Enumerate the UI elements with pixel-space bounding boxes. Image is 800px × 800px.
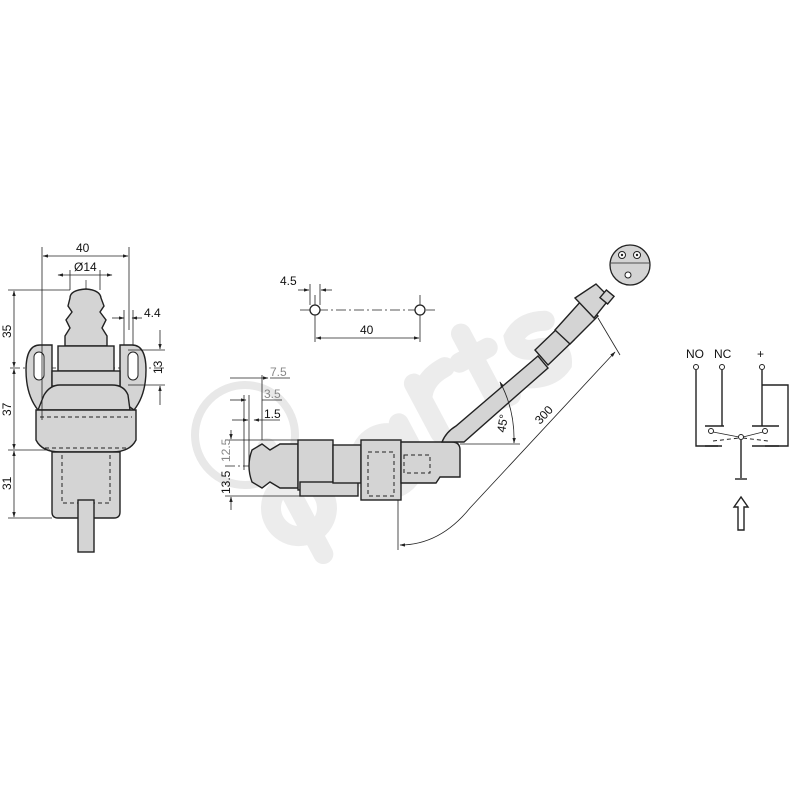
dim-side-13-5: 13.5 [219,470,233,494]
side-view: 7.5 3.5 1.5 12.5 13.5 45° 300 [219,244,651,550]
dim-side-3-5: 3.5 [264,387,281,401]
dim-hole: 4.5 [280,274,297,288]
dim-side-1-5: 1.5 [264,407,281,421]
dim-cable-length: 300 [532,403,556,427]
dim-angle: 45° [494,413,511,433]
dim-height-top: 35 [0,324,14,338]
mounting-hole-pattern: 4.5 40 [280,274,435,342]
dim-ear-height: 13 [151,360,165,374]
dim-side-7-5: 7.5 [270,365,287,379]
watermark-logo [191,310,572,565]
dim-hole-spacing: 40 [360,323,374,337]
dim-diameter: Ø14 [74,260,97,274]
dim-width: 40 [76,241,90,255]
dim-height-mid: 37 [0,402,14,416]
dim-height-bottom: 31 [0,476,14,490]
front-view: 40 Ø14 4.4 13 35 37 31 [0,241,165,553]
switch-schematic: NO NC + [686,347,789,531]
terminal-no-label: NO [686,347,704,361]
terminal-plus-label: + [757,347,764,361]
terminal-nc-label: NC [714,347,732,361]
dim-side-12-5: 12.5 [219,438,233,462]
dim-ear-width: 4.4 [144,306,161,320]
